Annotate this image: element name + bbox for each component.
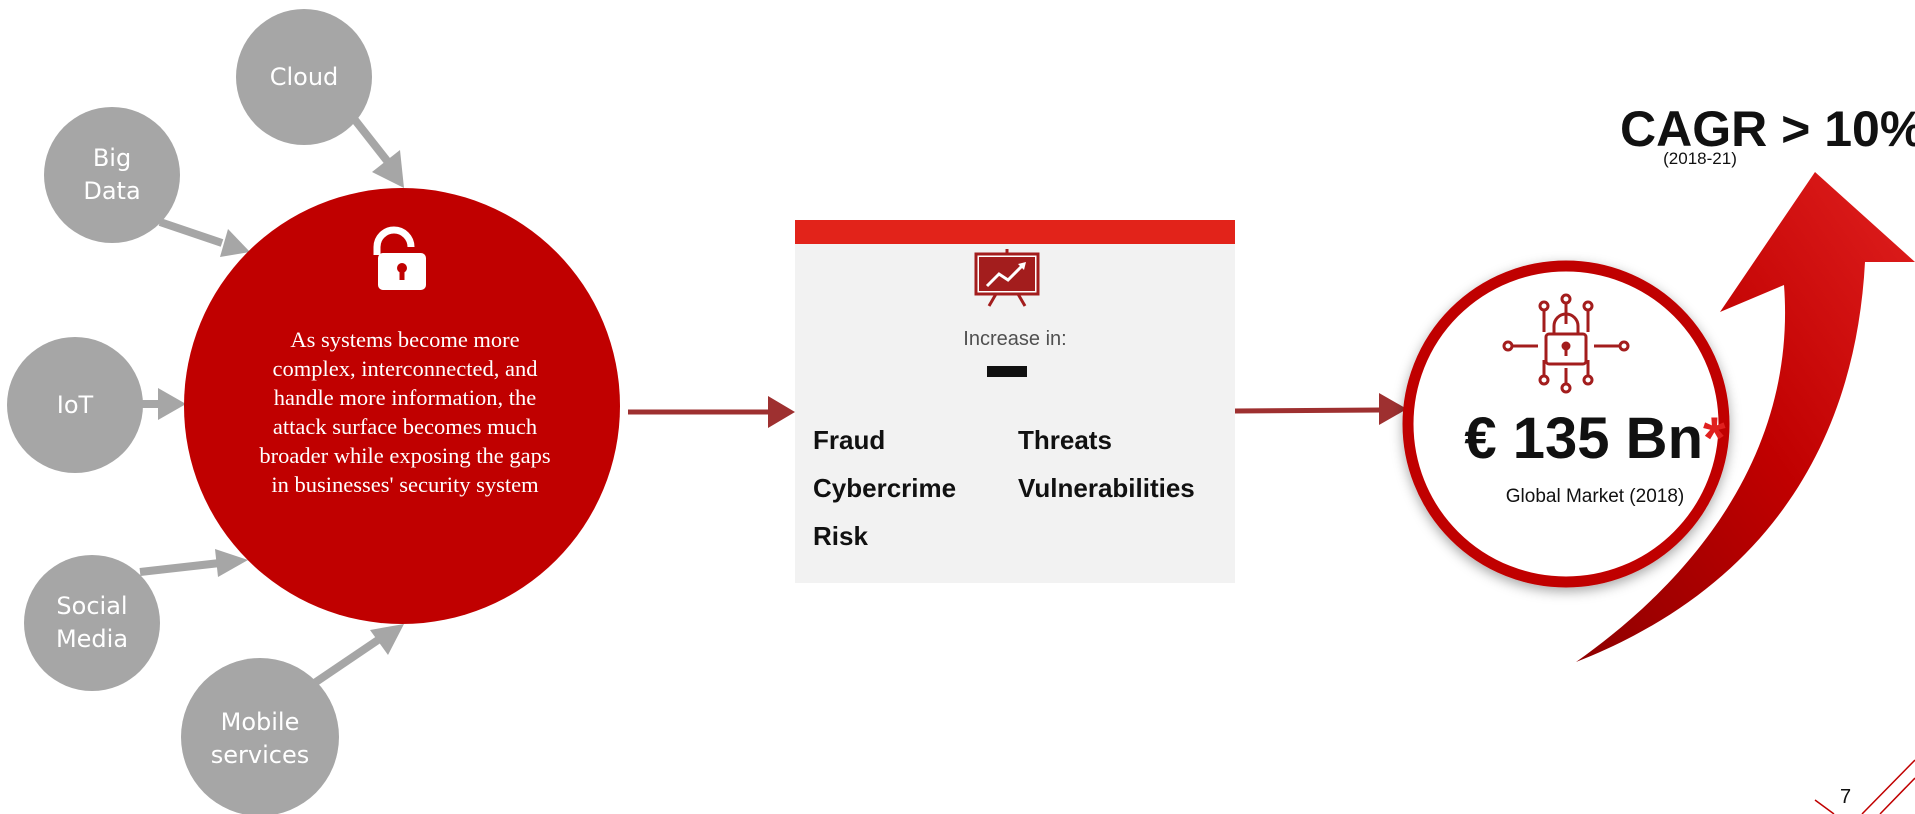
flow-arrow-1: [628, 396, 795, 428]
central-description: As systems become more complex, intercon…: [259, 327, 551, 497]
term-risk: Risk: [813, 521, 868, 551]
driver-label-cloud: Cloud: [269, 62, 339, 91]
driver-circle-social-media: [24, 555, 160, 691]
term-threats: Threats: [1018, 425, 1112, 455]
increase-box-title: Increase in:: [963, 328, 1067, 350]
unlock-icon: [373, 226, 426, 290]
corner-decoration: [1814, 759, 1915, 814]
market-ring: [1402, 260, 1730, 588]
flow-arrow-2: [1234, 393, 1407, 425]
cagr-period: (2018-21): [1663, 149, 1737, 168]
central-circle: [184, 188, 620, 624]
cagr-label: CAGR > 10%: [1620, 101, 1915, 157]
connector-arrows: [139, 117, 404, 688]
driver-circles: [7, 9, 372, 814]
market-value-amount: € 135 Bn: [1464, 406, 1703, 471]
driver-label-mobile-services: Mobile services: [210, 708, 310, 769]
driver-circle-cloud: [236, 9, 372, 145]
growth-arrow: [1576, 172, 1915, 662]
term-fraud: Fraud: [813, 425, 886, 455]
driver-label-big-data: Big Data: [83, 144, 141, 205]
circuit-lock-icon: [1502, 293, 1630, 394]
driver-label-iot: IoT: [56, 390, 94, 419]
title-dash: [987, 366, 1027, 377]
term-cybercrime: Cybercrime: [813, 473, 957, 503]
driver-circle-mobile: [181, 658, 339, 814]
increase-box-header: [795, 220, 1235, 244]
driver-circle-iot: [7, 337, 143, 473]
page-number: 7: [1840, 786, 1852, 808]
presentation-chart-icon: [974, 249, 1040, 307]
market-value: € 135 Bn*: [1440, 405, 1750, 472]
driver-label-social-media: Social Media: [55, 592, 129, 653]
market-label: Global Market (2018): [1505, 486, 1685, 507]
driver-circle-big-data: [44, 107, 180, 243]
market-value-asterisk: *: [1703, 406, 1726, 471]
term-vulnerabilities: Vulnerabilities: [1018, 473, 1195, 503]
